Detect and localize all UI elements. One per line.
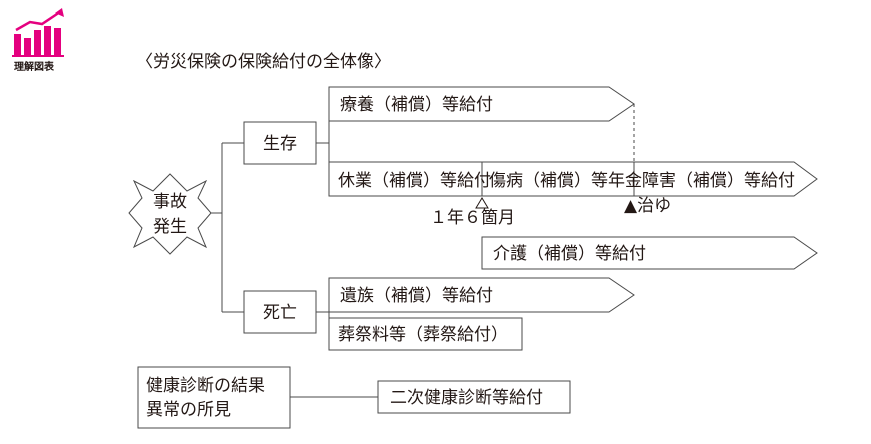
checkup-result-box [137,366,291,429]
checkup-line1: 健康診断の結果 [146,376,265,396]
care-benefit-label: 介護（補償）等給付 [493,244,646,264]
leave-benefit-label: 休業（補償）等給付 [338,171,491,191]
chart-logo-icon [12,8,64,57]
one-year-six-months-label: １年６箇月 [430,208,515,228]
long-term-arrow [328,161,818,197]
event-line2: 発生 [153,217,187,237]
alive-label: 生存 [263,134,297,154]
care-benefit-arrow [481,236,818,270]
diagram-title: 〈労災保険の保険給付の全体像〉 [136,52,391,72]
death-label: 死亡 [263,303,297,323]
open-triangle-marker [475,197,489,209]
medical-benefit-label: 療養（補償）等給付 [340,95,493,115]
funeral-benefit-label: 葬祭料等（葬祭給付） [338,325,508,345]
alive-box [243,121,317,165]
medical-benefit-arrow [328,86,635,122]
secondary-checkup-label: 二次健康診断等給付 [390,388,543,408]
sickness-pension-label: 傷病（補償）等年金 [489,171,642,191]
logo-caption: 理解図表 [14,60,55,73]
funeral-benefit-box [328,317,523,351]
survivors-benefit-label: 遺族（補償）等給付 [340,286,493,306]
secondary-checkup-box [377,380,571,414]
event-line1: 事故 [153,192,187,212]
disability-benefit-label: 障害（補償）等給付 [642,171,795,191]
cured-label: ▲治ゆ [624,196,671,216]
checkup-line2: 異常の所見 [146,400,231,420]
survivors-benefit-arrow [328,277,635,313]
death-box [243,290,317,334]
accident-starburst [128,173,212,255]
